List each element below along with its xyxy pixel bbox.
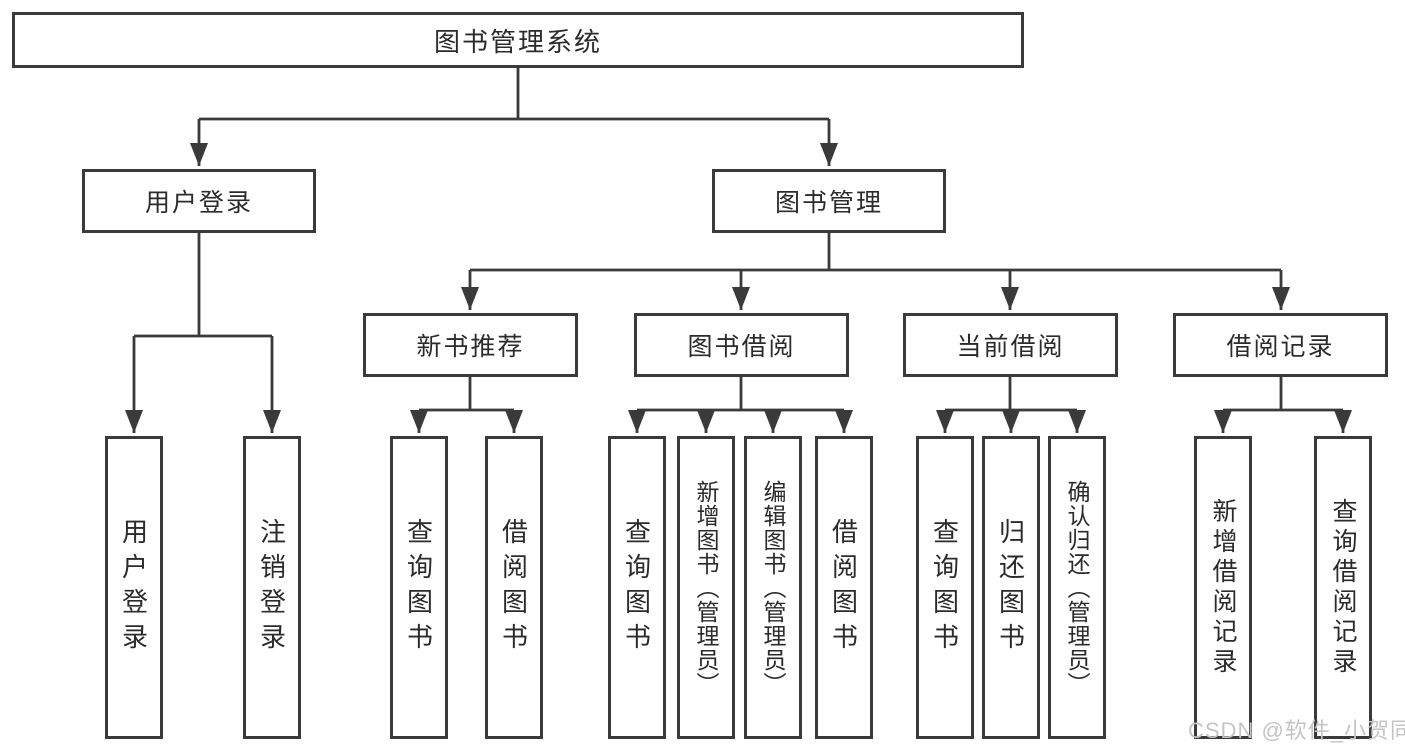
leaf-bb-borrow-books: 借阅图书 — [815, 436, 873, 739]
node-new-book-recommend: 新书推荐 — [363, 313, 578, 377]
leaf-label: 查询图书 — [621, 517, 652, 658]
node-current-borrow: 当前借阅 — [903, 313, 1118, 377]
node-label: 新书推荐 — [416, 333, 525, 361]
leaf-br-query-record: 查询借阅记录 — [1314, 436, 1372, 739]
leaf-bb-query-books: 查询图书 — [608, 436, 666, 739]
leaf-label: 借阅图书 — [828, 517, 859, 658]
node-book-borrow: 图书借阅 — [634, 313, 849, 377]
node-label: 用户登录 — [144, 189, 253, 217]
node-label: 图书管理系统 — [433, 26, 602, 57]
node-label: 图书借阅 — [687, 333, 796, 361]
leaf-label: 注销登录 — [256, 517, 287, 658]
leaf-nb-borrow-books: 借阅图书 — [485, 436, 543, 739]
leaf-label: 查询借阅记录 — [1329, 497, 1357, 678]
leaf-bb-edit-books-admin: 编辑图书（管理员） — [744, 436, 802, 739]
leaf-label: 查询图书 — [929, 517, 960, 658]
leaf-logout: 注销登录 — [243, 436, 301, 739]
leaf-label: 用户登录 — [118, 517, 149, 658]
leaf-cb-query-books: 查询图书 — [916, 436, 974, 739]
node-label: 借阅记录 — [1226, 333, 1335, 361]
leaf-label: 确认归还（管理员） — [1064, 479, 1090, 696]
node-book-management: 图书管理 — [712, 169, 946, 233]
node-label: 当前借阅 — [956, 333, 1065, 361]
leaf-label: 编辑图书（管理员） — [760, 479, 786, 696]
leaf-br-add-record: 新增借阅记录 — [1194, 436, 1252, 739]
node-borrow-records: 借阅记录 — [1173, 313, 1388, 377]
leaf-label: 借阅图书 — [498, 517, 529, 658]
leaf-label: 归还图书 — [995, 517, 1026, 658]
node-user-login: 用户登录 — [82, 169, 316, 233]
node-library-system: 图书管理系统 — [12, 12, 1024, 68]
leaf-nb-query-books: 查询图书 — [390, 436, 448, 739]
leaf-cb-confirm-return-admin: 确认归还（管理员） — [1048, 436, 1106, 739]
leaf-user-login: 用户登录 — [105, 436, 163, 739]
node-label: 图书管理 — [774, 189, 883, 217]
leaf-cb-return-books: 归还图书 — [982, 436, 1040, 739]
connector-group — [125, 66, 1352, 433]
leaf-label: 新增借阅记录 — [1209, 497, 1237, 678]
csdn-watermark: CSDN @软件_小贺同学 — [1188, 718, 1405, 743]
leaf-label: 新增图书（管理员） — [693, 479, 719, 696]
leaf-label: 查询图书 — [403, 517, 434, 658]
leaf-bb-add-books-admin: 新增图书（管理员） — [677, 436, 735, 739]
